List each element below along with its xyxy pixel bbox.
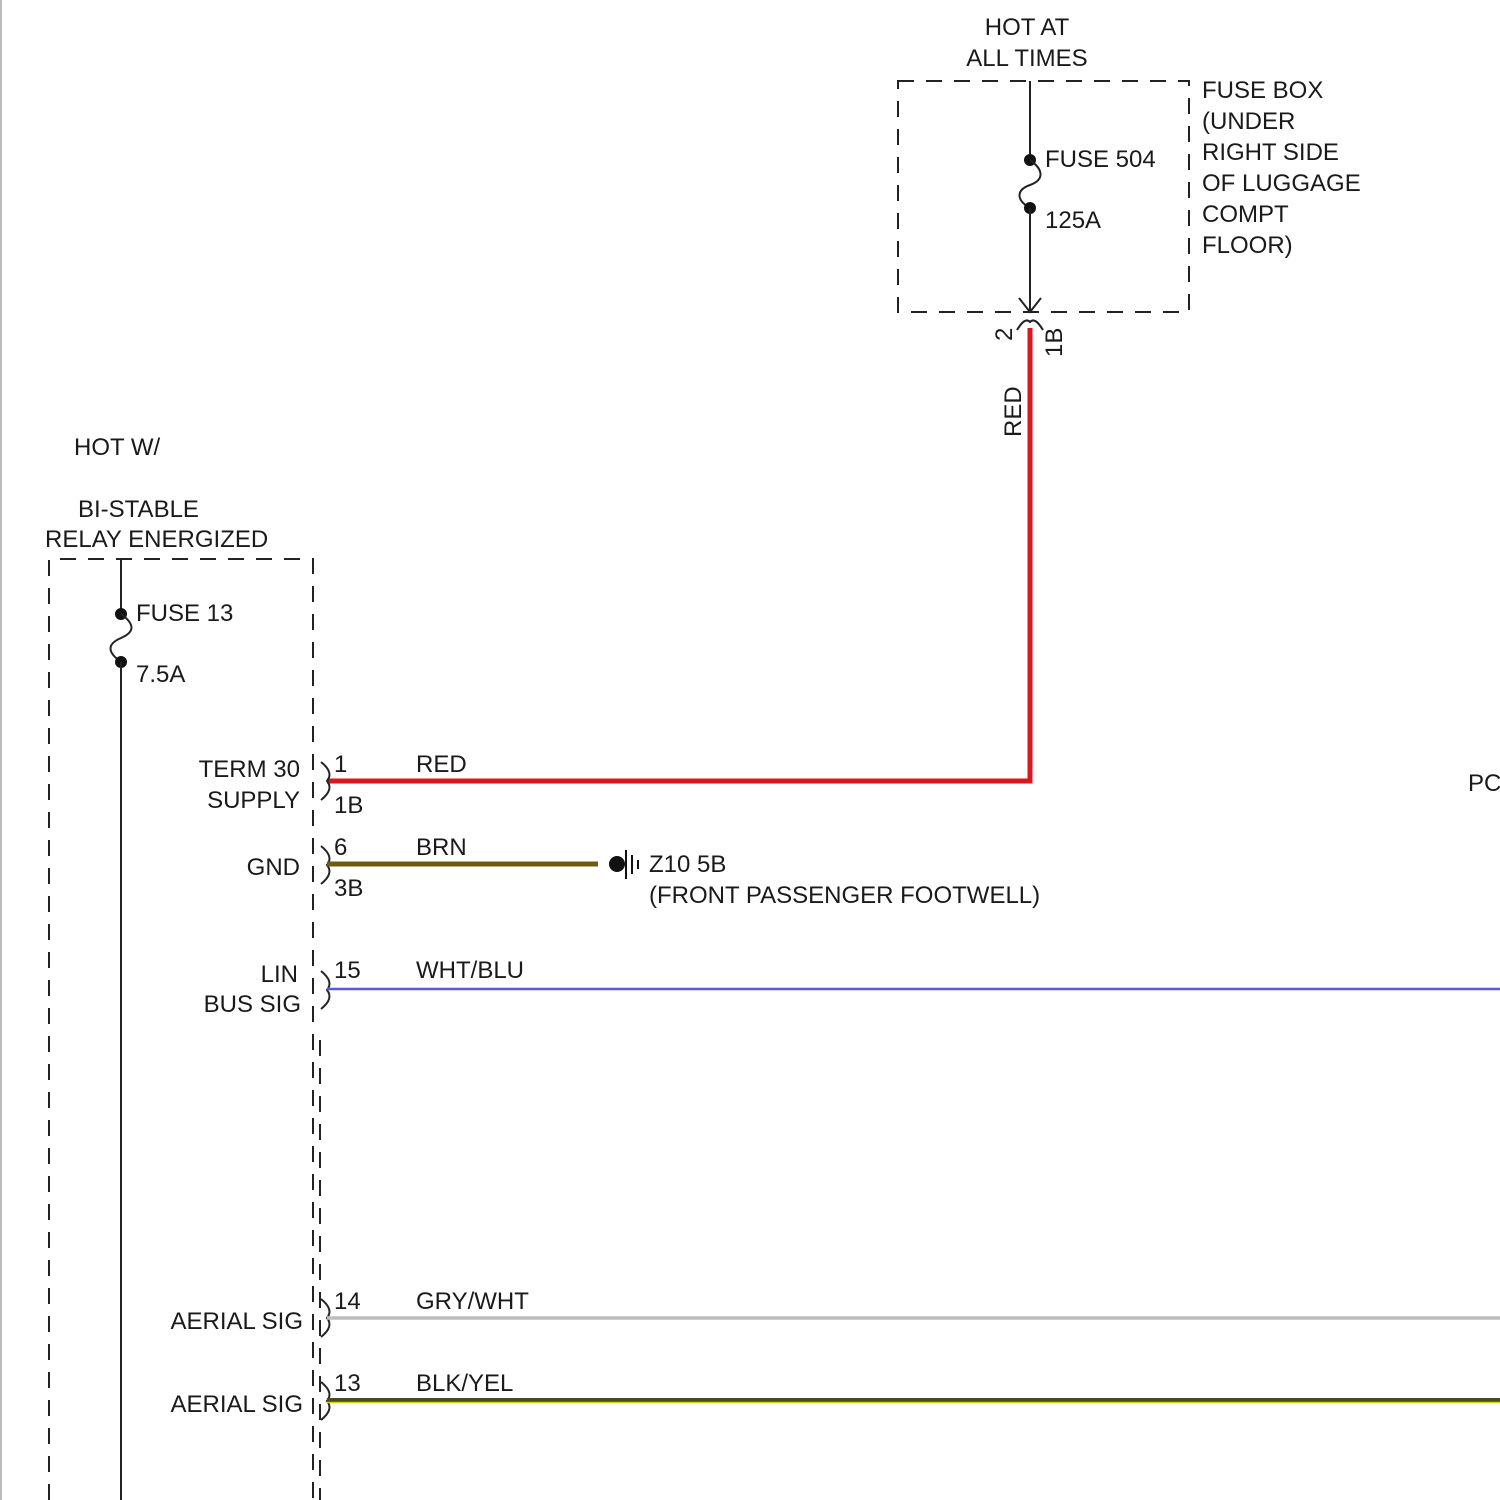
pin-term30-wire-color: RED — [416, 751, 467, 778]
module-hot-label-2: BI-STABLE — [78, 496, 199, 523]
pin-gnd-number: 6 — [334, 834, 347, 861]
fuse-13-icon — [111, 614, 132, 662]
pin-term30: TERM 30 SUPPLY 1 1B RED — [199, 751, 467, 819]
top-wire-color-label: RED — [1000, 386, 1027, 437]
pin-aerial-13-label: AERIAL SIG — [171, 1391, 304, 1418]
fuse-504-rating: 125A — [1045, 207, 1101, 234]
fuse-box-label-line-5: COMPT — [1202, 201, 1289, 228]
ground-point: Z10 5B (FRONT PASSENGER FOOTWELL) — [609, 850, 1040, 909]
red-wire — [327, 328, 1030, 781]
pin-lin-bus-label-2: BUS SIG — [204, 991, 301, 1018]
pin-gnd: GND 6 3B BRN — [247, 834, 598, 902]
top-connector-pin: 2 — [991, 328, 1018, 341]
pin-term30-number: 1 — [334, 751, 347, 778]
fuse-box-label: FUSE BOX (UNDER RIGHT SIDE OF LUGGAGE CO… — [1202, 77, 1361, 259]
module-hot-label-1: HOT W/ — [74, 434, 161, 461]
pin-term30-label-2: SUPPLY — [207, 787, 300, 814]
pin-aerial-14-label: AERIAL SIG — [171, 1308, 304, 1335]
pin-term30-connector: 1B — [334, 792, 363, 819]
top-fuse-box: HOT AT ALL TIMES FUSE 504 125A FUSE BOX … — [898, 14, 1361, 437]
pin-lin-bus-number: 15 — [334, 957, 361, 984]
ground-id: Z10 5B — [649, 851, 726, 878]
ground-junction-dot — [609, 856, 625, 872]
top-connector-id: 1B — [1041, 328, 1068, 357]
fuse-box-label-line-4: OF LUGGAGE — [1202, 170, 1361, 197]
fuse-504-icon — [1020, 160, 1041, 208]
fuse-504-name: FUSE 504 — [1045, 146, 1156, 173]
fuse-box-label-line-1: FUSE BOX — [1202, 77, 1323, 104]
fuse-box-label-line-3: RIGHT SIDE — [1202, 139, 1339, 166]
fuse-13-rating: 7.5A — [136, 661, 185, 688]
module-outline — [49, 559, 313, 1500]
top-hot-label-1: HOT AT — [985, 14, 1070, 41]
module-hot-label-3: RELAY ENERGIZED — [45, 526, 268, 553]
pin-gnd-label: GND — [247, 854, 300, 881]
pin-aerial-14-number: 14 — [334, 1288, 361, 1315]
pin-aerial-14: AERIAL SIG 14 GRY/WHT — [171, 1288, 1500, 1337]
fuse-box-outline — [898, 81, 1189, 312]
fuse-box-label-line-2: (UNDER — [1202, 108, 1295, 135]
pin-aerial-14-wire-color: GRY/WHT — [416, 1288, 529, 1315]
pin-aerial-13: AERIAL SIG 13 BLK/YEL — [171, 1370, 1500, 1420]
pin-lin-bus: LIN BUS SIG 15 WHT/BLU — [204, 957, 1500, 1018]
pin-lin-bus-wire-color: WHT/BLU — [416, 957, 524, 984]
pin-aerial-13-number: 13 — [334, 1370, 361, 1397]
pin-gnd-wire-color: BRN — [416, 834, 467, 861]
fuse-13-name: FUSE 13 — [136, 600, 233, 627]
fuse-box-label-line-6: FLOOR) — [1202, 232, 1293, 259]
pin-gnd-connector: 3B — [334, 875, 363, 902]
pin-aerial-13-wire-color: BLK/YEL — [416, 1370, 513, 1397]
pin-term30-connector-icon — [321, 762, 329, 800]
top-hot-label-2: ALL TIMES — [966, 45, 1087, 72]
ground-location: (FRONT PASSENGER FOOTWELL) — [649, 882, 1040, 909]
pin-term30-label-1: TERM 30 — [199, 756, 300, 783]
pin-lin-bus-label-1: LIN — [261, 961, 298, 988]
edge-text: PC — [1468, 770, 1500, 797]
